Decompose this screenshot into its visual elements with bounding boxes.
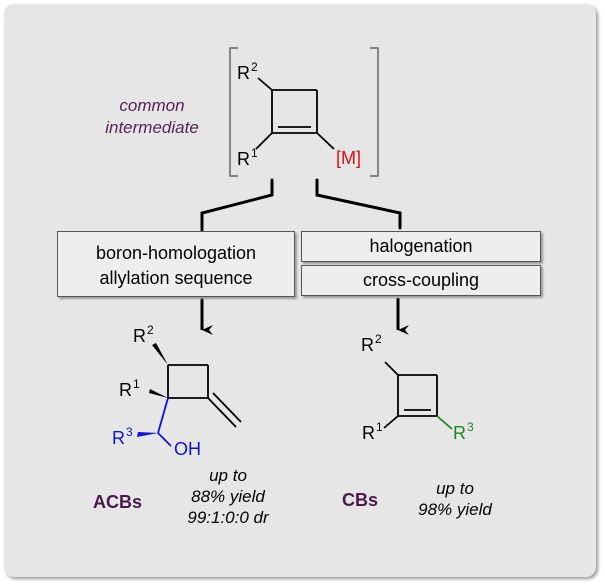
right-bracket [370, 47, 379, 177]
acb-yield: up to 88% yield 99:1:0:0 dr [168, 465, 288, 528]
boron-box-line2: allylation sequence [99, 268, 253, 288]
cross-coupling-box: cross-coupling [301, 265, 541, 296]
acb-wedge-r1 [149, 389, 168, 398]
acb-wedge-r3 [137, 432, 158, 437]
cb-yield-line2: 98% yield [418, 500, 492, 519]
acb-r1-sup: 1 [133, 377, 140, 391]
acb-r2-sup: 2 [147, 323, 154, 337]
acb-r1-symbol: R [119, 380, 132, 400]
acb-oh: OH [174, 439, 201, 459]
intermediate-r1-sup: 1 [251, 146, 258, 160]
intermediate-r2-sup: 2 [251, 60, 258, 74]
boron-box-line1: boron-homologation [95, 243, 257, 263]
intermediate-r2-symbol: R [237, 63, 250, 83]
acb-r2: R2 [133, 324, 154, 346]
acb-structure [167, 364, 242, 428]
cb-r1: R1 [362, 421, 383, 443]
cb-structure [383, 361, 438, 429]
cb-r2-symbol: R [361, 335, 374, 355]
acb-r3-sup: 3 [126, 425, 133, 439]
cb-yield: up to 98% yield [400, 478, 510, 520]
cb-bond-r3 [436, 415, 453, 430]
cb-r3-sup: 3 [467, 420, 474, 434]
intermediate-label-line2: intermediate [105, 118, 199, 137]
branch-connectors [200, 178, 402, 232]
metal-label: [M] [336, 148, 361, 168]
acb-wedge-r2 [152, 343, 168, 365]
halogenation-box: halogenation [301, 231, 541, 262]
acb-name: ACBs [93, 492, 143, 512]
intermediate-r2: R2 [237, 61, 258, 83]
acb-r3-symbol: R [112, 428, 125, 448]
cb-yield-line1: up to [436, 479, 474, 498]
cb-r2: R2 [361, 333, 382, 355]
intermediate-label: common intermediate [92, 95, 212, 139]
left-bracket [229, 47, 238, 177]
acb-r1: R1 [119, 378, 140, 400]
acb-r2-symbol: R [133, 326, 146, 346]
cb-name: CBs [342, 490, 379, 510]
acb-side-chain [157, 397, 172, 447]
boron-homologation-box: boron-homologation allylation sequence [57, 231, 295, 297]
intermediate-label-line1: common [119, 96, 185, 115]
acb-yield-line2: 88% yield [191, 487, 265, 506]
intermediate-r1-symbol: R [237, 149, 250, 169]
cb-r3-symbol: R [453, 423, 466, 443]
acb-yield-line1: up to [209, 466, 247, 485]
cb-r1-sup: 1 [376, 420, 383, 434]
acb-yield-line3: 99:1:0:0 dr [187, 508, 269, 527]
cb-r1-symbol: R [362, 423, 375, 443]
acb-r3: R3 [112, 426, 133, 448]
cb-r2-sup: 2 [375, 332, 382, 346]
intermediate-cyclobutene [255, 77, 335, 150]
intermediate-r1: R1 [237, 147, 258, 169]
cb-r3: R3 [453, 421, 474, 443]
